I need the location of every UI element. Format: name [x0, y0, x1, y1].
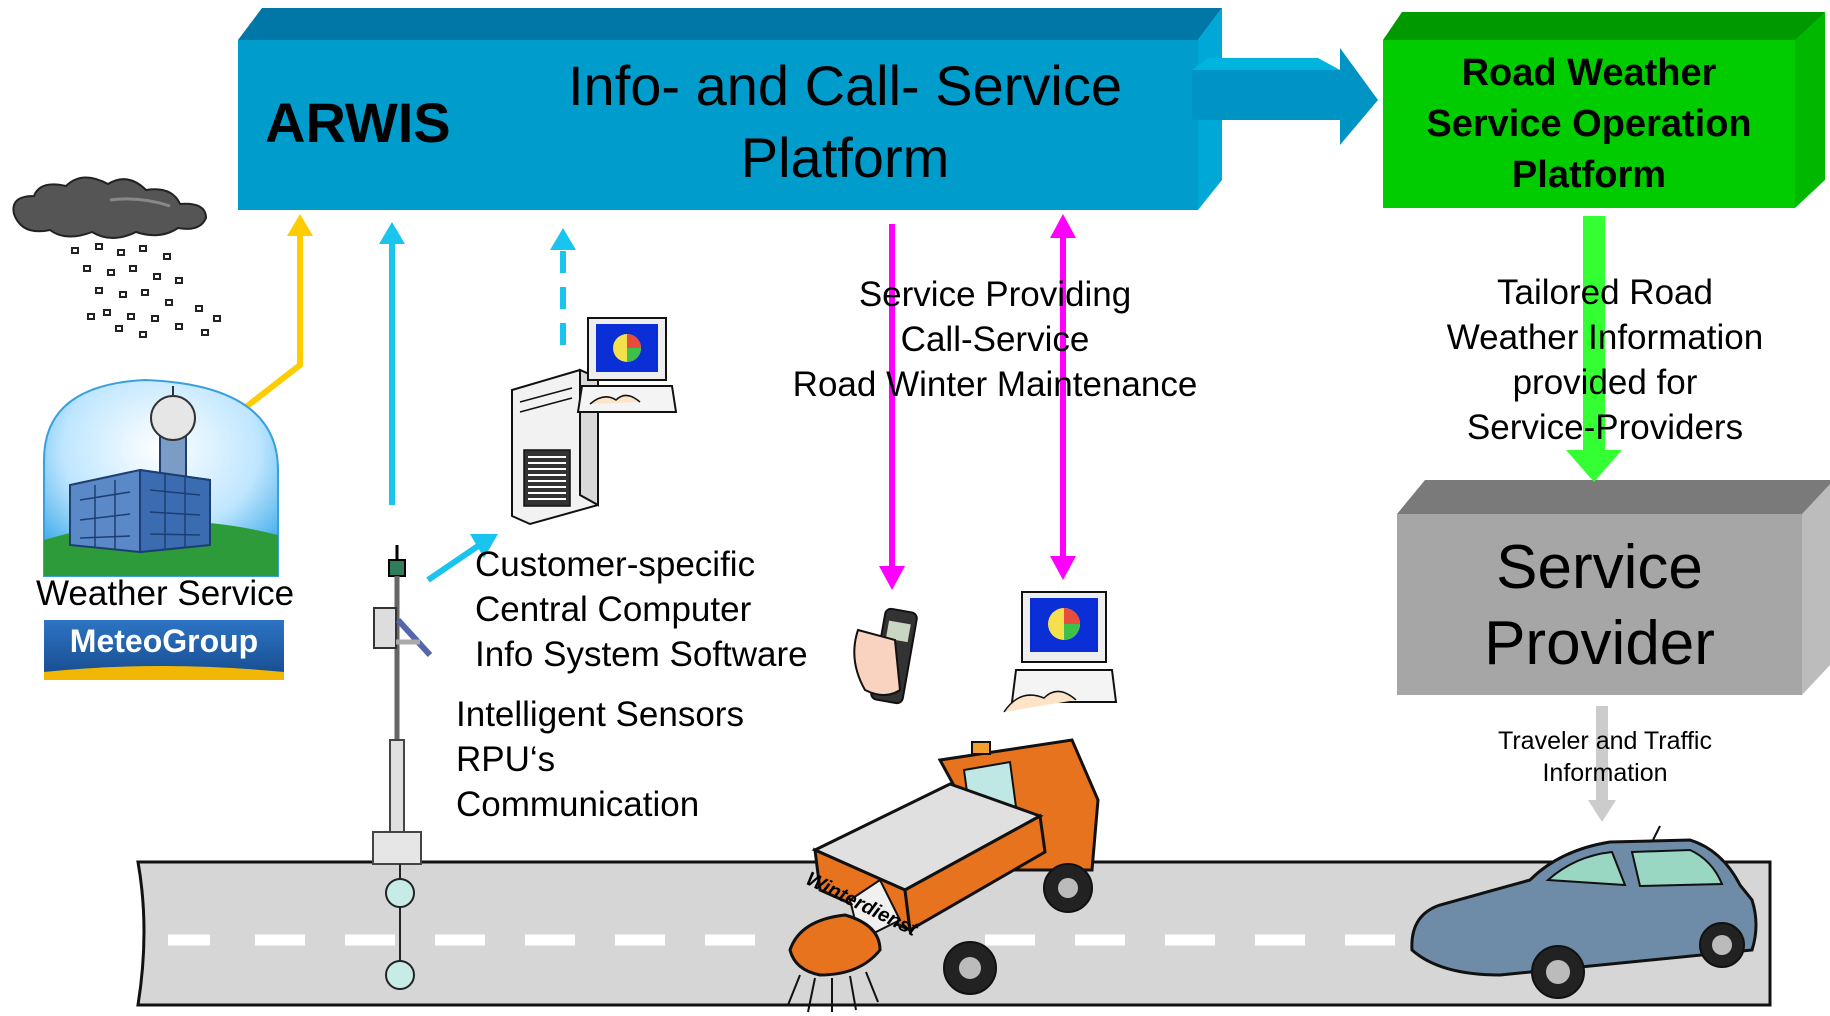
arwis-brand-label: ARWIS	[265, 91, 451, 154]
tailored-line4: Service-Providers	[1466, 408, 1744, 447]
sensors-line3: Communication	[456, 785, 700, 824]
computer-to-arwis-dashed-arrow	[550, 228, 576, 345]
arwis-to-rws-arrow	[1192, 48, 1378, 145]
sensor-mast-icon	[372, 545, 433, 990]
traveler-info-label: Traveler and Traffic Information	[1455, 725, 1755, 789]
rws-title-line1: Road Weather	[1461, 52, 1717, 94]
sensors-line1: Intelligent Sensors	[456, 695, 744, 734]
computer-line2: Central Computer	[475, 590, 752, 629]
mobile-phone-icon	[853, 607, 918, 705]
rws-title-line2: Service Operation	[1426, 103, 1752, 145]
meteogroup-logo	[44, 620, 284, 680]
tailored-info-label: Tailored Road Weather Information provid…	[1405, 270, 1805, 450]
workstation-icon	[1003, 591, 1118, 713]
weather-to-arwis-arrow	[235, 214, 313, 417]
computer-line3: Info System Software	[475, 635, 808, 674]
rws-platform-box	[1383, 12, 1825, 208]
server-computer-icon	[511, 317, 678, 526]
service-provider-line1: Service	[1496, 533, 1703, 602]
arwis-workstation-double-arrow	[1050, 214, 1076, 580]
arwis-title-line1: Info- and Call- Service	[567, 54, 1122, 117]
sensor-to-arwis-arrow	[379, 222, 405, 505]
car-icon	[1410, 825, 1758, 999]
arwis-to-phone-arrow	[879, 224, 905, 590]
tailored-line1: Tailored Road	[1497, 273, 1713, 312]
sensors-label: Intelligent Sensors RPU‘s Communication	[456, 692, 744, 827]
rws-platform-title: Road Weather Service Operation Platform	[1383, 48, 1795, 201]
arwis-platform-title: Info- and Call- Service Platform	[480, 50, 1210, 194]
arwis-title-line2: Platform	[740, 126, 950, 189]
sensor-to-computer-arrow	[426, 534, 498, 583]
winter-service-truck-icon	[787, 738, 1100, 1013]
weather-service-label: Weather Service	[36, 574, 295, 613]
computer-line1: Customer-specific	[475, 545, 756, 584]
weather-station-building-icon	[43, 378, 279, 577]
storm-cloud-icon	[12, 176, 221, 338]
tailored-line3: provided for	[1512, 363, 1698, 402]
rws-title-line3: Platform	[1511, 154, 1667, 196]
call-service-label: Service Providing Call-Service Road Wint…	[760, 272, 1230, 407]
tailored-line2: Weather Information	[1446, 318, 1764, 357]
service-provider-line2: Provider	[1484, 609, 1715, 678]
service-provider-title: Service Provider	[1397, 530, 1802, 682]
call-service-line2: Call-Service	[900, 320, 1090, 359]
traveler-line1: Traveler and Traffic	[1498, 727, 1712, 755]
road	[136, 860, 1772, 1007]
call-service-line3: Road Winter Maintenance	[792, 365, 1198, 404]
call-service-line1: Service Providing	[858, 275, 1132, 314]
meteogroup-label: MeteoGroup	[69, 623, 259, 659]
service-provider-box	[1397, 480, 1830, 695]
sensors-line2: RPU‘s	[456, 740, 556, 779]
provider-to-car-arrow	[1588, 706, 1616, 822]
traveler-line2: Information	[1542, 759, 1668, 787]
central-computer-label: Customer-specific Central Computer Info …	[475, 542, 808, 677]
rws-to-provider-arrow	[1566, 216, 1622, 482]
